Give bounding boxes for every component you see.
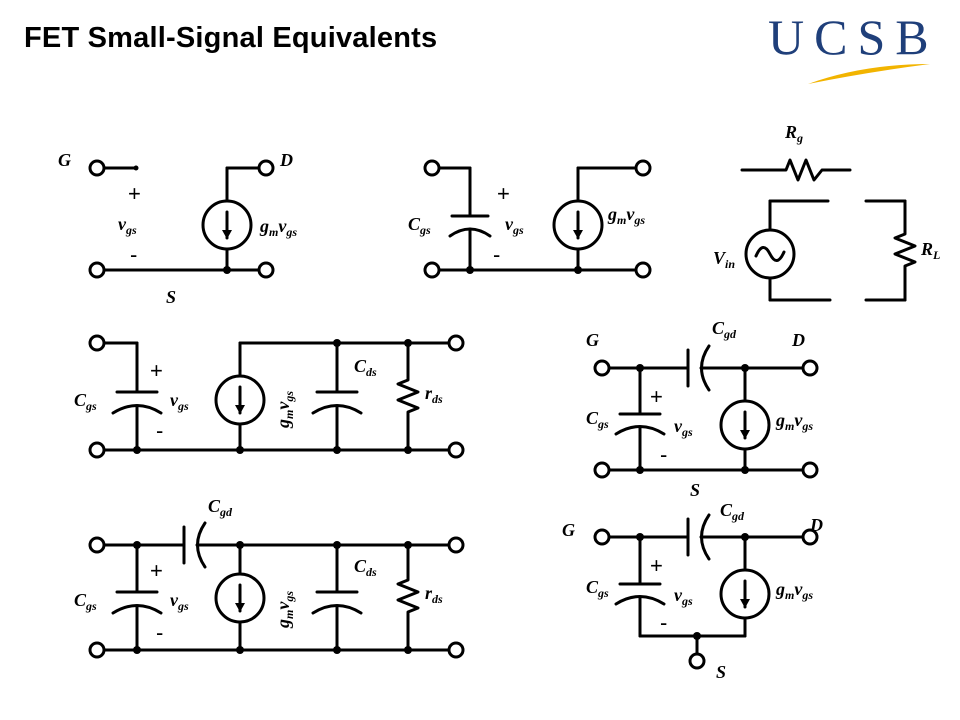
cgd-label: Cgd (712, 318, 737, 341)
current-source-icon (719, 568, 771, 620)
vgs-label: vgs (170, 590, 189, 613)
vgs-label: vgs (674, 585, 693, 608)
rds-label: rds (425, 583, 443, 606)
rds-label: rds (425, 383, 443, 406)
circuit-with-cgs: + - Cgs vgs gmvgs (408, 159, 652, 279)
current-source-icon (552, 199, 604, 251)
source-terminal (688, 652, 706, 670)
plus-sign: + (128, 181, 141, 206)
rl-label: RL (920, 239, 940, 262)
cgs-label: Cgs (586, 408, 609, 431)
vgs-label: vgs (118, 214, 137, 237)
rl-resistor (893, 199, 917, 302)
gm-vgs-label: gmvgs (273, 591, 296, 629)
gate-terminal (88, 334, 106, 352)
source-terminal-right (634, 261, 652, 279)
plus-sign: + (650, 384, 663, 409)
circuit-basic: G D S + - vgs gmvgs (58, 150, 297, 307)
ucsb-logo: UCSB (768, 12, 939, 84)
gm-vgs-label: gmvgs (259, 216, 297, 239)
vin-label: Vin (713, 248, 735, 271)
source-label: S (690, 480, 700, 500)
current-source-icon (214, 572, 266, 624)
circuit-full-model: Cgd + - Cgs vgs gmvgs Cds rds (74, 496, 465, 659)
rg-resistor (740, 158, 852, 182)
plus-sign: + (150, 358, 163, 383)
source-terminal-right (447, 441, 465, 459)
source-terminal-right (257, 261, 275, 279)
drain-terminal (257, 159, 275, 177)
rg-label: Rg (784, 122, 803, 145)
drain-label: D (809, 515, 823, 535)
minus-sign: - (130, 242, 137, 267)
source-terminal-left (88, 641, 106, 659)
drain-terminal (801, 528, 819, 546)
current-source-icon (201, 199, 253, 251)
minus-sign: - (156, 620, 163, 645)
circuit-cgd-common-source: G D S Cgd + - Cgs vgs gmvgs (562, 500, 823, 682)
source-label: S (716, 662, 726, 682)
gm-vgs-label: gmvgs (775, 410, 813, 433)
gm-vgs-label: gmvgs (273, 391, 296, 429)
plus-sign: + (497, 181, 510, 206)
slide-title: FET Small-Signal Equivalents (24, 22, 438, 54)
drain-terminal (447, 334, 465, 352)
cds-label: Cds (354, 556, 377, 579)
logo-text: UCSB (768, 12, 939, 65)
cgs-label: Cgs (586, 577, 609, 600)
drain-terminal (801, 359, 819, 377)
drain-label: D (279, 150, 293, 170)
circuit-with-cgd: G D S Cgd + - Cgs vgs gmvgs (586, 318, 819, 500)
vgs-label: vgs (674, 416, 693, 439)
rds-resistor (396, 341, 420, 452)
minus-sign: - (660, 610, 667, 635)
drain-terminal (447, 536, 465, 554)
gm-vgs-label: gmvgs (607, 204, 645, 227)
cgd-label: Cgd (208, 496, 233, 519)
gate-terminal (88, 159, 106, 177)
current-source-icon (719, 399, 771, 451)
cgs-label: Cgs (74, 590, 97, 613)
source-terminal-left (88, 441, 106, 459)
rds-resistor (396, 543, 420, 652)
minus-sign: - (156, 418, 163, 443)
drain-label: D (791, 330, 805, 350)
plus-sign: + (150, 558, 163, 583)
circuit-with-cds-rds: + - Cgs vgs gmvgs Cds rds (74, 334, 465, 459)
gate-label: G (562, 520, 575, 540)
drain-terminal (634, 159, 652, 177)
minus-sign: - (493, 242, 500, 267)
gate-label: G (586, 330, 599, 350)
plus-sign: + (650, 553, 663, 578)
source-terminal-right (801, 461, 819, 479)
cgs-label: Cgs (74, 390, 97, 413)
source-terminal-left (423, 261, 441, 279)
source-terminal-right (447, 641, 465, 659)
gate-terminal (593, 528, 611, 546)
source-load-circuit: Rg RL Vin (713, 122, 940, 302)
cgd-label: Cgd (720, 500, 745, 523)
source-terminal-left (593, 461, 611, 479)
current-source-icon (214, 374, 266, 426)
gate-terminal (88, 536, 106, 554)
gate-terminal (593, 359, 611, 377)
source-label: S (166, 287, 176, 307)
gate-label: G (58, 150, 71, 170)
gate-terminal (423, 159, 441, 177)
vgs-label: vgs (170, 390, 189, 413)
minus-sign: - (660, 442, 667, 467)
cgs-label: Cgs (408, 214, 431, 237)
cds-label: Cds (354, 356, 377, 379)
source-terminal-left (88, 261, 106, 279)
vgs-label: vgs (505, 214, 524, 237)
gm-vgs-label: gmvgs (775, 579, 813, 602)
